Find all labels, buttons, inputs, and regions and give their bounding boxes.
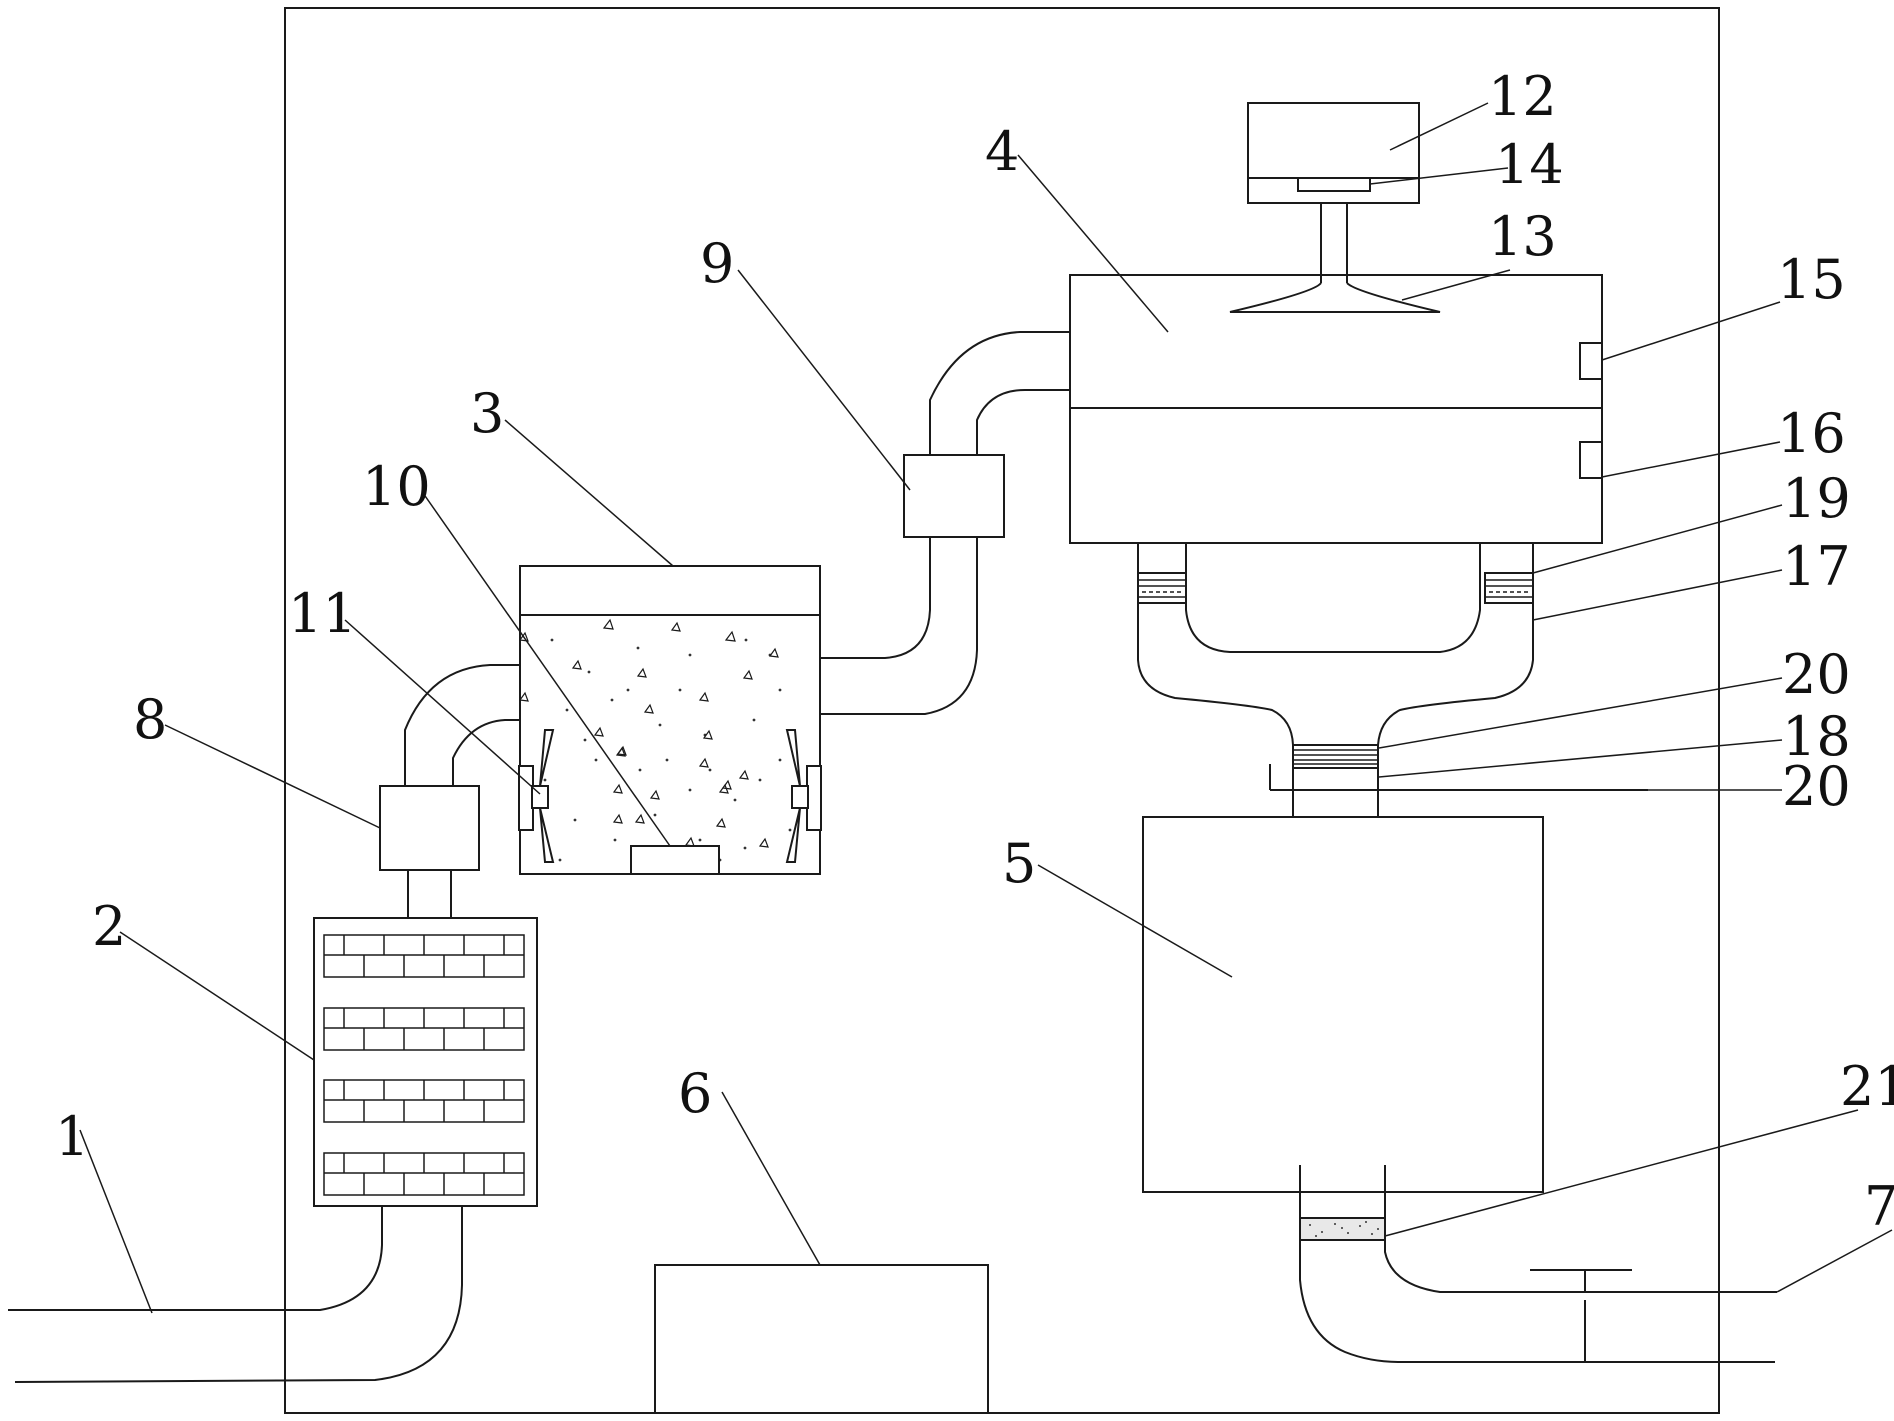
label-5: 5 [1002, 832, 1036, 895]
component-20-valve-lower [1269, 764, 1648, 791]
component-7-outlet-pipe [1299, 1240, 1777, 1363]
label-20-lower: 20 [1782, 755, 1851, 818]
pipe-2-to-8 [407, 870, 452, 918]
brick-row [323, 1007, 525, 1051]
label-13: 13 [1488, 205, 1557, 268]
pipe-8-to-3 [404, 664, 520, 786]
component-16-sensor [1579, 441, 1603, 479]
component-19-band-right [1484, 572, 1534, 604]
component-13-agitator [1229, 203, 1441, 313]
component-1-inlet-pipe [8, 1206, 463, 1383]
label-10: 10 [362, 455, 431, 518]
label-6: 6 [678, 1062, 712, 1125]
component-5-tank [1142, 816, 1544, 1193]
labels: 1 2 3 4 5 6 7 8 9 10 11 12 13 14 15 16 1… [55, 65, 1894, 1238]
label-18: 18 [1782, 705, 1851, 768]
component-21-filter [1299, 1165, 1386, 1241]
label-16: 16 [1777, 402, 1846, 465]
enclosure-frame [284, 7, 1720, 1414]
component-17-funnel [1137, 543, 1534, 746]
label-9: 9 [700, 232, 734, 295]
label-4: 4 [985, 120, 1019, 183]
component-11-left-fan [518, 729, 555, 863]
component-19-band-left [1137, 572, 1187, 604]
brick-row [323, 1152, 525, 1196]
component-10-block [630, 845, 720, 875]
component-2-cabinet [313, 917, 538, 1207]
filter-media [518, 618, 792, 862]
label-8: 8 [133, 688, 167, 751]
component-12-motor [1247, 102, 1420, 204]
pipe-9-to-4 [929, 331, 1094, 455]
label-7: 7 [1864, 1175, 1894, 1238]
component-9-box [903, 454, 1005, 538]
component-4-chamber [1069, 274, 1603, 544]
label-19: 19 [1782, 467, 1851, 530]
label-17: 17 [1782, 535, 1851, 598]
component-8-box [379, 785, 480, 871]
label-14: 14 [1495, 133, 1564, 196]
component-20-band-upper [1292, 744, 1379, 769]
label-15: 15 [1777, 248, 1846, 311]
leader-lines [79, 102, 1893, 1314]
brick-row [323, 934, 525, 978]
component-11-right-fan [785, 729, 822, 863]
label-20-upper: 20 [1782, 643, 1851, 706]
label-1: 1 [55, 1105, 89, 1168]
label-2: 2 [92, 895, 126, 958]
brick-row [323, 1079, 525, 1123]
label-11: 11 [288, 582, 357, 645]
label-12: 12 [1488, 65, 1557, 128]
component-6-box [654, 1264, 989, 1414]
component-14-element [1297, 177, 1371, 192]
label-21: 21 [1840, 1055, 1894, 1118]
component-15-sensor [1579, 342, 1603, 380]
pipe-3-to-9 [820, 537, 978, 715]
component-3-tank [518, 565, 822, 875]
label-3: 3 [470, 382, 504, 445]
